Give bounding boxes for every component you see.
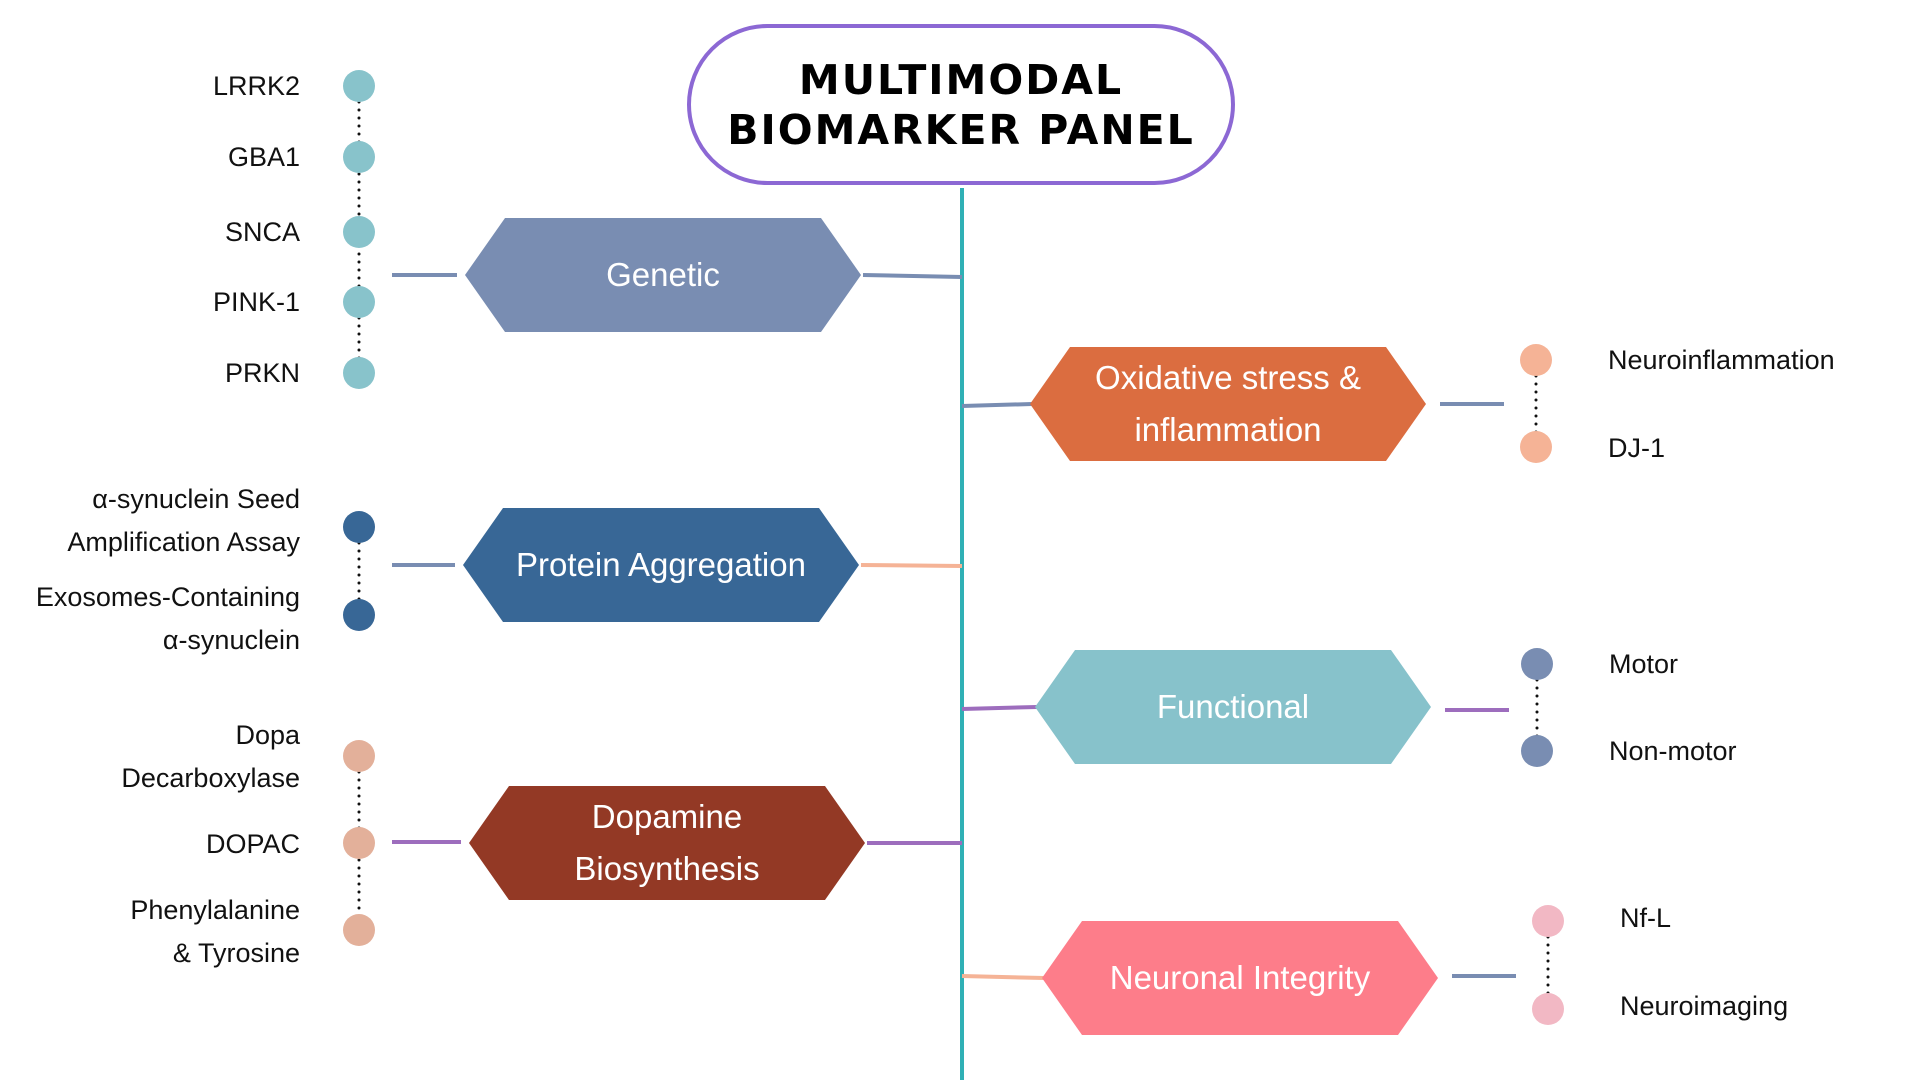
biomarker-item-line: & Tyrosine <box>172 938 300 968</box>
category-label-line: Genetic <box>606 256 720 293</box>
title-line-2: BIOMARKER PANEL <box>727 105 1195 154</box>
item-dot-functional <box>1521 735 1553 767</box>
category-hexagon-functional <box>1035 650 1431 764</box>
biomarker-item-line: Nf-L <box>1620 902 1672 933</box>
item-dot-dopamine <box>343 740 375 772</box>
biomarker-item-line: Exosomes-Containing <box>35 582 300 612</box>
biomarker-item-line: Non-motor <box>1609 735 1737 766</box>
connector-to-spine-oxidative <box>961 402 1033 408</box>
category-label-genetic: Genetic <box>465 218 861 332</box>
item-dot-dopamine <box>343 914 375 946</box>
connector-to-spine-genetic <box>862 273 963 279</box>
item-dot-genetic <box>343 70 375 102</box>
item-dot-neuronal <box>1532 993 1564 1025</box>
biomarker-item-line: PINK-1 <box>212 286 300 317</box>
item-dot-functional <box>1521 648 1553 680</box>
biomarker-item: DOPAC <box>206 823 300 866</box>
biomarker-item: GBA1 <box>228 136 300 179</box>
item-dot-genetic <box>343 357 375 389</box>
biomarker-item-line: GBA1 <box>227 141 300 172</box>
connector-to-spine-protein <box>860 563 963 568</box>
biomarker-item: Nf-L <box>1620 897 1671 940</box>
item-dot-protein <box>343 599 375 631</box>
biomarker-item-line: Amplification Assay <box>67 527 300 557</box>
biomarker-item: Phenylalanine & Tyrosine <box>130 889 300 975</box>
biomarker-item-line: Neuroinflammation <box>1608 344 1835 375</box>
category-label-functional: Functional <box>1035 650 1431 764</box>
category-hexagon-oxidative <box>1030 347 1426 461</box>
category-label-line: Oxidative stress & <box>1095 359 1361 396</box>
biomarker-item: Non-motor <box>1609 730 1737 773</box>
biomarker-item-line: Decarboxylase <box>121 763 300 793</box>
biomarker-item: Exosomes-Containing α-synuclein <box>36 576 300 662</box>
biomarker-item: Neuroinflammation <box>1608 339 1835 382</box>
connector-to-spine-functional <box>961 705 1038 711</box>
item-dot-oxidative <box>1520 431 1552 463</box>
item-dot-genetic <box>343 141 375 173</box>
category-label-neuronal: Neuronal Integrity <box>1042 921 1438 1035</box>
biomarker-item-line: DJ-1 <box>1608 432 1666 463</box>
category-label-line: inflammation <box>1134 411 1322 448</box>
item-dot-neuronal <box>1532 905 1564 937</box>
biomarker-item: SNCA <box>225 211 300 254</box>
category-hexagon-protein <box>463 508 859 622</box>
biomarker-item-line: Dopa <box>235 720 300 750</box>
biomarker-item-line: Motor <box>1609 648 1679 679</box>
item-dot-dopamine <box>343 827 375 859</box>
biomarker-item-line: α-synuclein Seed <box>92 484 300 514</box>
biomarker-item-line: SNCA <box>224 216 300 247</box>
biomarker-item-line: Neuroimaging <box>1620 990 1789 1021</box>
category-hexagon-genetic <box>465 218 861 332</box>
title-pill: MULTIMODAL BIOMARKER PANEL <box>687 24 1235 185</box>
category-label-line: Functional <box>1156 688 1310 725</box>
item-dot-oxidative <box>1520 344 1552 376</box>
category-label-line: Dopamine <box>591 798 743 835</box>
category-label-line: Biosynthesis <box>574 850 760 887</box>
biomarker-item-line: DOPAC <box>205 828 300 859</box>
biomarker-item-line: Phenylalanine <box>130 895 300 925</box>
item-dot-protein <box>343 511 375 543</box>
category-label-line: Protein Aggregation <box>516 546 806 583</box>
biomarker-item: Motor <box>1609 643 1678 686</box>
biomarker-item-line: PRKN <box>224 357 300 388</box>
item-dot-genetic <box>343 216 375 248</box>
connector-to-spine-neuronal <box>961 974 1045 980</box>
biomarker-item: Neuroimaging <box>1620 985 1788 1028</box>
category-hexagon-dopamine <box>469 786 865 900</box>
biomarker-item: LRRK2 <box>213 65 300 108</box>
biomarker-item: DJ-1 <box>1608 427 1665 470</box>
category-label-line: Neuronal Integrity <box>1109 959 1371 996</box>
biomarker-item-line: LRRK2 <box>212 70 300 101</box>
category-label-oxidative: Oxidative stress & inflammation <box>1030 347 1426 461</box>
biomarker-item: PRKN <box>225 352 300 395</box>
category-hexagon-neuronal <box>1042 921 1438 1035</box>
category-label-protein: Protein Aggregation <box>463 508 859 622</box>
biomarker-item: PINK-1 <box>213 281 300 324</box>
title-line-1: MULTIMODAL <box>798 55 1124 104</box>
biomarker-item-line: α-synuclein <box>162 625 300 655</box>
item-dot-genetic <box>343 286 375 318</box>
